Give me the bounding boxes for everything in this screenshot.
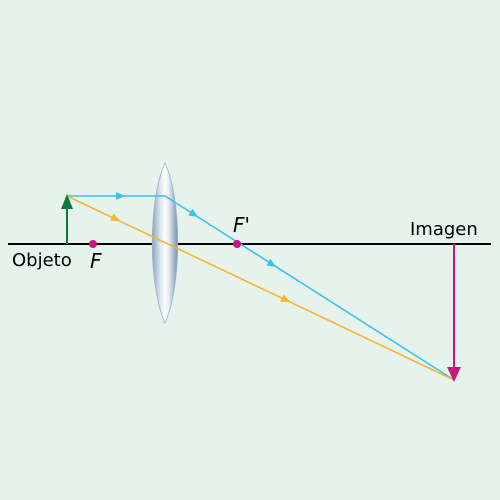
up-arrow-icon <box>61 194 73 244</box>
focal-label-object-side: F <box>90 249 102 273</box>
central-ray <box>66 195 455 381</box>
object-label: Objeto <box>12 250 72 271</box>
ray-direction-arrow <box>188 208 198 217</box>
image-label: Imagen <box>410 219 478 240</box>
ray-direction-arrow <box>280 294 290 302</box>
focal-point-object-side <box>89 240 97 248</box>
parallel-ray <box>67 192 455 381</box>
focal-label-image-side: F' <box>233 213 250 237</box>
ray-direction-arrow <box>116 192 125 200</box>
focal-point-image-side <box>233 240 241 248</box>
ray-direction-arrow <box>110 213 120 221</box>
down-arrow-icon <box>447 244 461 382</box>
ray-direction-arrow <box>266 258 276 267</box>
